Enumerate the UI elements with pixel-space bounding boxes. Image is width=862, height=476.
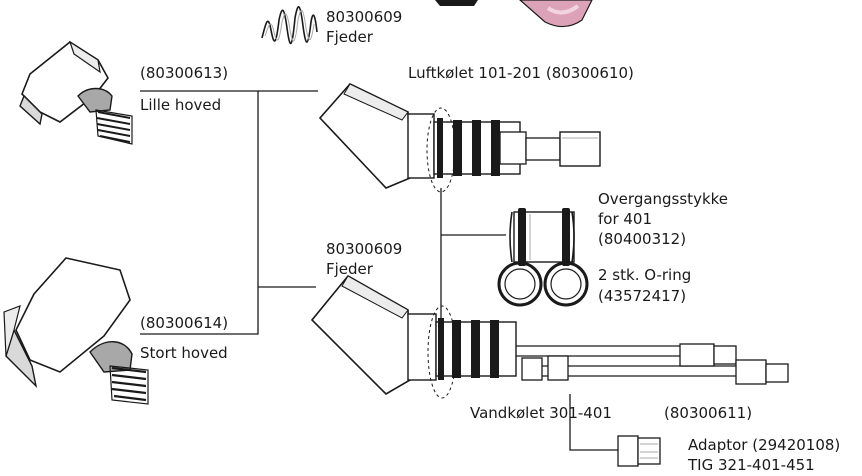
- small-head-part: [20, 42, 132, 144]
- transition-line-1: Overgangsstykke: [598, 190, 728, 209]
- water-cooled-code: (80300611): [664, 404, 752, 423]
- small-head-name: Lille hoved: [140, 96, 221, 115]
- spring-top-name: Fjeder: [326, 28, 373, 47]
- transition-piece: [510, 208, 574, 266]
- water-cooled-label: Vandkølet 301-401: [470, 404, 612, 423]
- large-head-part: [4, 258, 148, 404]
- spring-mid-code: 80300609: [326, 240, 402, 259]
- o-rings: [499, 263, 587, 305]
- adaptor-line-1: Adaptor (29420108): [688, 436, 840, 455]
- transition-line-2: for 401: [598, 210, 652, 229]
- top-dark-part: [435, 0, 478, 6]
- spring-icon-top: [262, 7, 317, 44]
- small-head-code: (80300613): [140, 64, 228, 83]
- pink-ceramic-nozzle: [520, 0, 592, 27]
- large-head-code: (80300614): [140, 314, 228, 333]
- orings-line-2: (43572417): [598, 287, 686, 306]
- air-cooled-label: Luftkølet 101-201 (80300610): [408, 64, 634, 83]
- orings-line-1: 2 stk. O-ring: [598, 266, 691, 285]
- spring-mid-name: Fjeder: [326, 260, 373, 279]
- adaptor-line-2: TIG 321-401-451: [688, 456, 815, 475]
- air-cooled-torch-body: [320, 84, 600, 192]
- spring-top-code: 80300609: [326, 8, 402, 27]
- adaptor-part: [618, 436, 660, 466]
- transition-line-3: (80400312): [598, 230, 686, 249]
- water-cooled-torch-body: [312, 276, 788, 398]
- large-head-name: Stort hoved: [140, 344, 228, 363]
